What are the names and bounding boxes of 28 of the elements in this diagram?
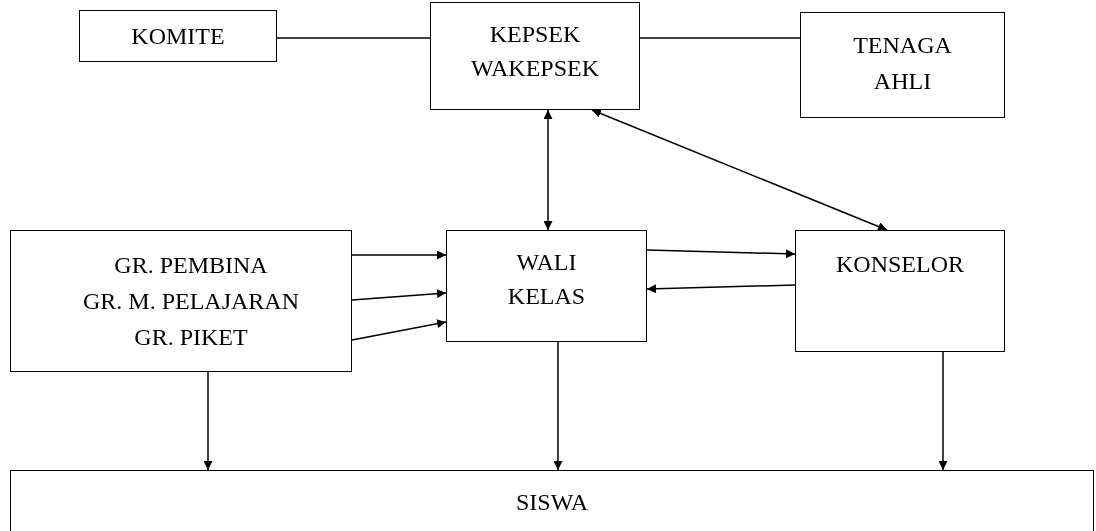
org-box	[800, 12, 1005, 118]
arrow	[203, 371, 213, 471]
arrow	[553, 341, 563, 471]
arrow	[646, 249, 796, 259]
box-label: GR. PEMBINA	[114, 251, 268, 280]
org-box	[430, 2, 640, 110]
connector-line	[639, 37, 801, 39]
arrow	[351, 319, 447, 341]
box-label: SISWA	[516, 488, 588, 517]
connector-line	[276, 37, 431, 39]
box-label: WALI KELAS	[506, 248, 587, 311]
arrow	[646, 284, 796, 294]
box-label: KONSELOR	[836, 250, 964, 279]
box-label: KEPSEK WAKEPSEK	[470, 20, 600, 83]
box-label: GR. PIKET	[134, 323, 248, 352]
org-box	[10, 470, 1094, 531]
arrow	[351, 250, 447, 260]
org-box	[795, 230, 1005, 352]
arrow	[351, 289, 447, 301]
arrow	[543, 109, 553, 231]
box-label: TENAGA AHLI	[852, 31, 953, 96]
box-label: KOMITE	[131, 22, 225, 51]
org-box	[79, 10, 277, 62]
arrow	[938, 351, 948, 471]
box-label: GR. M. PELAJARAN	[83, 287, 299, 316]
arrow	[591, 109, 888, 231]
org-box	[446, 230, 647, 342]
org-box	[10, 230, 352, 372]
